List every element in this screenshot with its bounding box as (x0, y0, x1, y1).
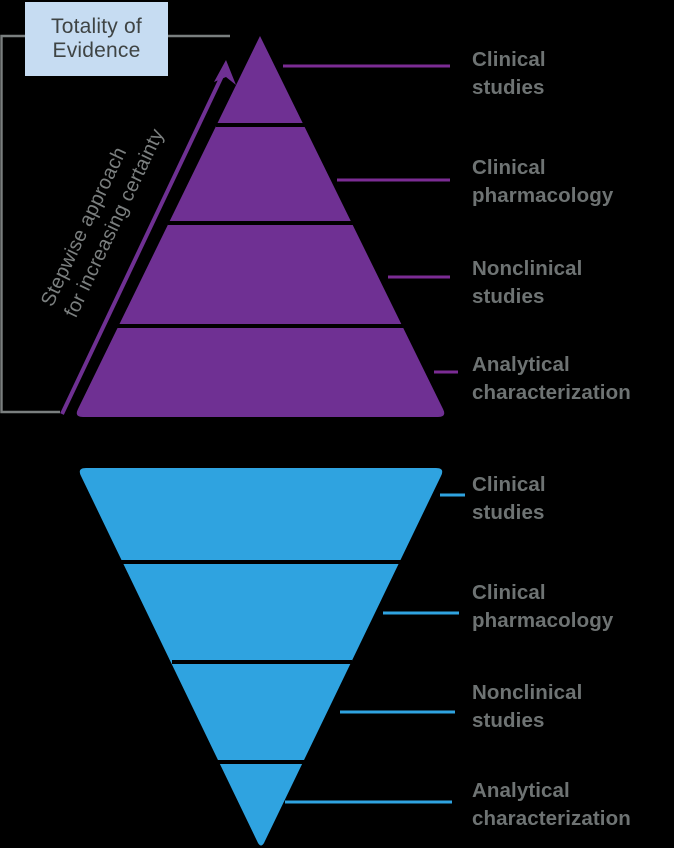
pyramid-label-3-line-2: studies (472, 284, 545, 308)
pyramid-label-1-line-2: studies (472, 75, 545, 99)
totality-of-evidence-box: Totality of Evidence (25, 2, 168, 76)
funnel-leader-lines (285, 493, 465, 804)
pyramid-label-clinical-pharmacology: Clinical pharmacology (472, 154, 613, 209)
funnel-label-3-line-2: studies (472, 708, 545, 732)
funnel-label-3-line-1: Nonclinical (472, 681, 583, 704)
funnel-label-1-line-2: studies (472, 500, 545, 524)
pyramid-label-clinical-studies: Clinical studies (472, 46, 546, 101)
funnel-label-analytical-characterization: Analytical characterization (472, 777, 631, 832)
funnel-shape (79, 468, 443, 846)
pyramid-label-1-line-1: Clinical (472, 48, 546, 71)
pyramid-label-2-line-2: pharmacology (472, 183, 614, 207)
stepwise-arrow (60, 60, 236, 415)
pyramid-label-3-line-1: Nonclinical (472, 257, 583, 280)
pyramid-label-4-line-2: characterization (472, 380, 631, 404)
pyramid-tier-dividers (117, 123, 405, 328)
pyramid-label-nonclinical-studies: Nonclinical studies (472, 255, 582, 310)
funnel-label-4-line-1: Analytical (472, 779, 570, 802)
totality-title-line-2: Evidence (52, 39, 141, 62)
funnel-tier-dividers (115, 560, 408, 764)
funnel-label-nonclinical-studies: Nonclinical studies (472, 679, 582, 734)
funnel-label-2-line-2: pharmacology (472, 608, 614, 632)
pyramid-label-2-line-1: Clinical (472, 156, 546, 179)
funnel-label-1-line-1: Clinical (472, 473, 546, 496)
funnel-label-2-line-1: Clinical (472, 581, 546, 604)
totality-title-line-1: Totality of (51, 15, 142, 39)
funnel-label-clinical-studies: Clinical studies (472, 471, 546, 526)
pyramid-leader-lines (283, 64, 458, 374)
pyramid-label-4-line-1: Analytical (472, 353, 570, 376)
pyramid-shape (76, 36, 445, 417)
funnel-label-4-line-2: characterization (472, 806, 631, 830)
pyramid-label-analytical-characterization: Analytical characterization (472, 351, 631, 406)
funnel-label-clinical-pharmacology: Clinical pharmacology (472, 579, 613, 634)
